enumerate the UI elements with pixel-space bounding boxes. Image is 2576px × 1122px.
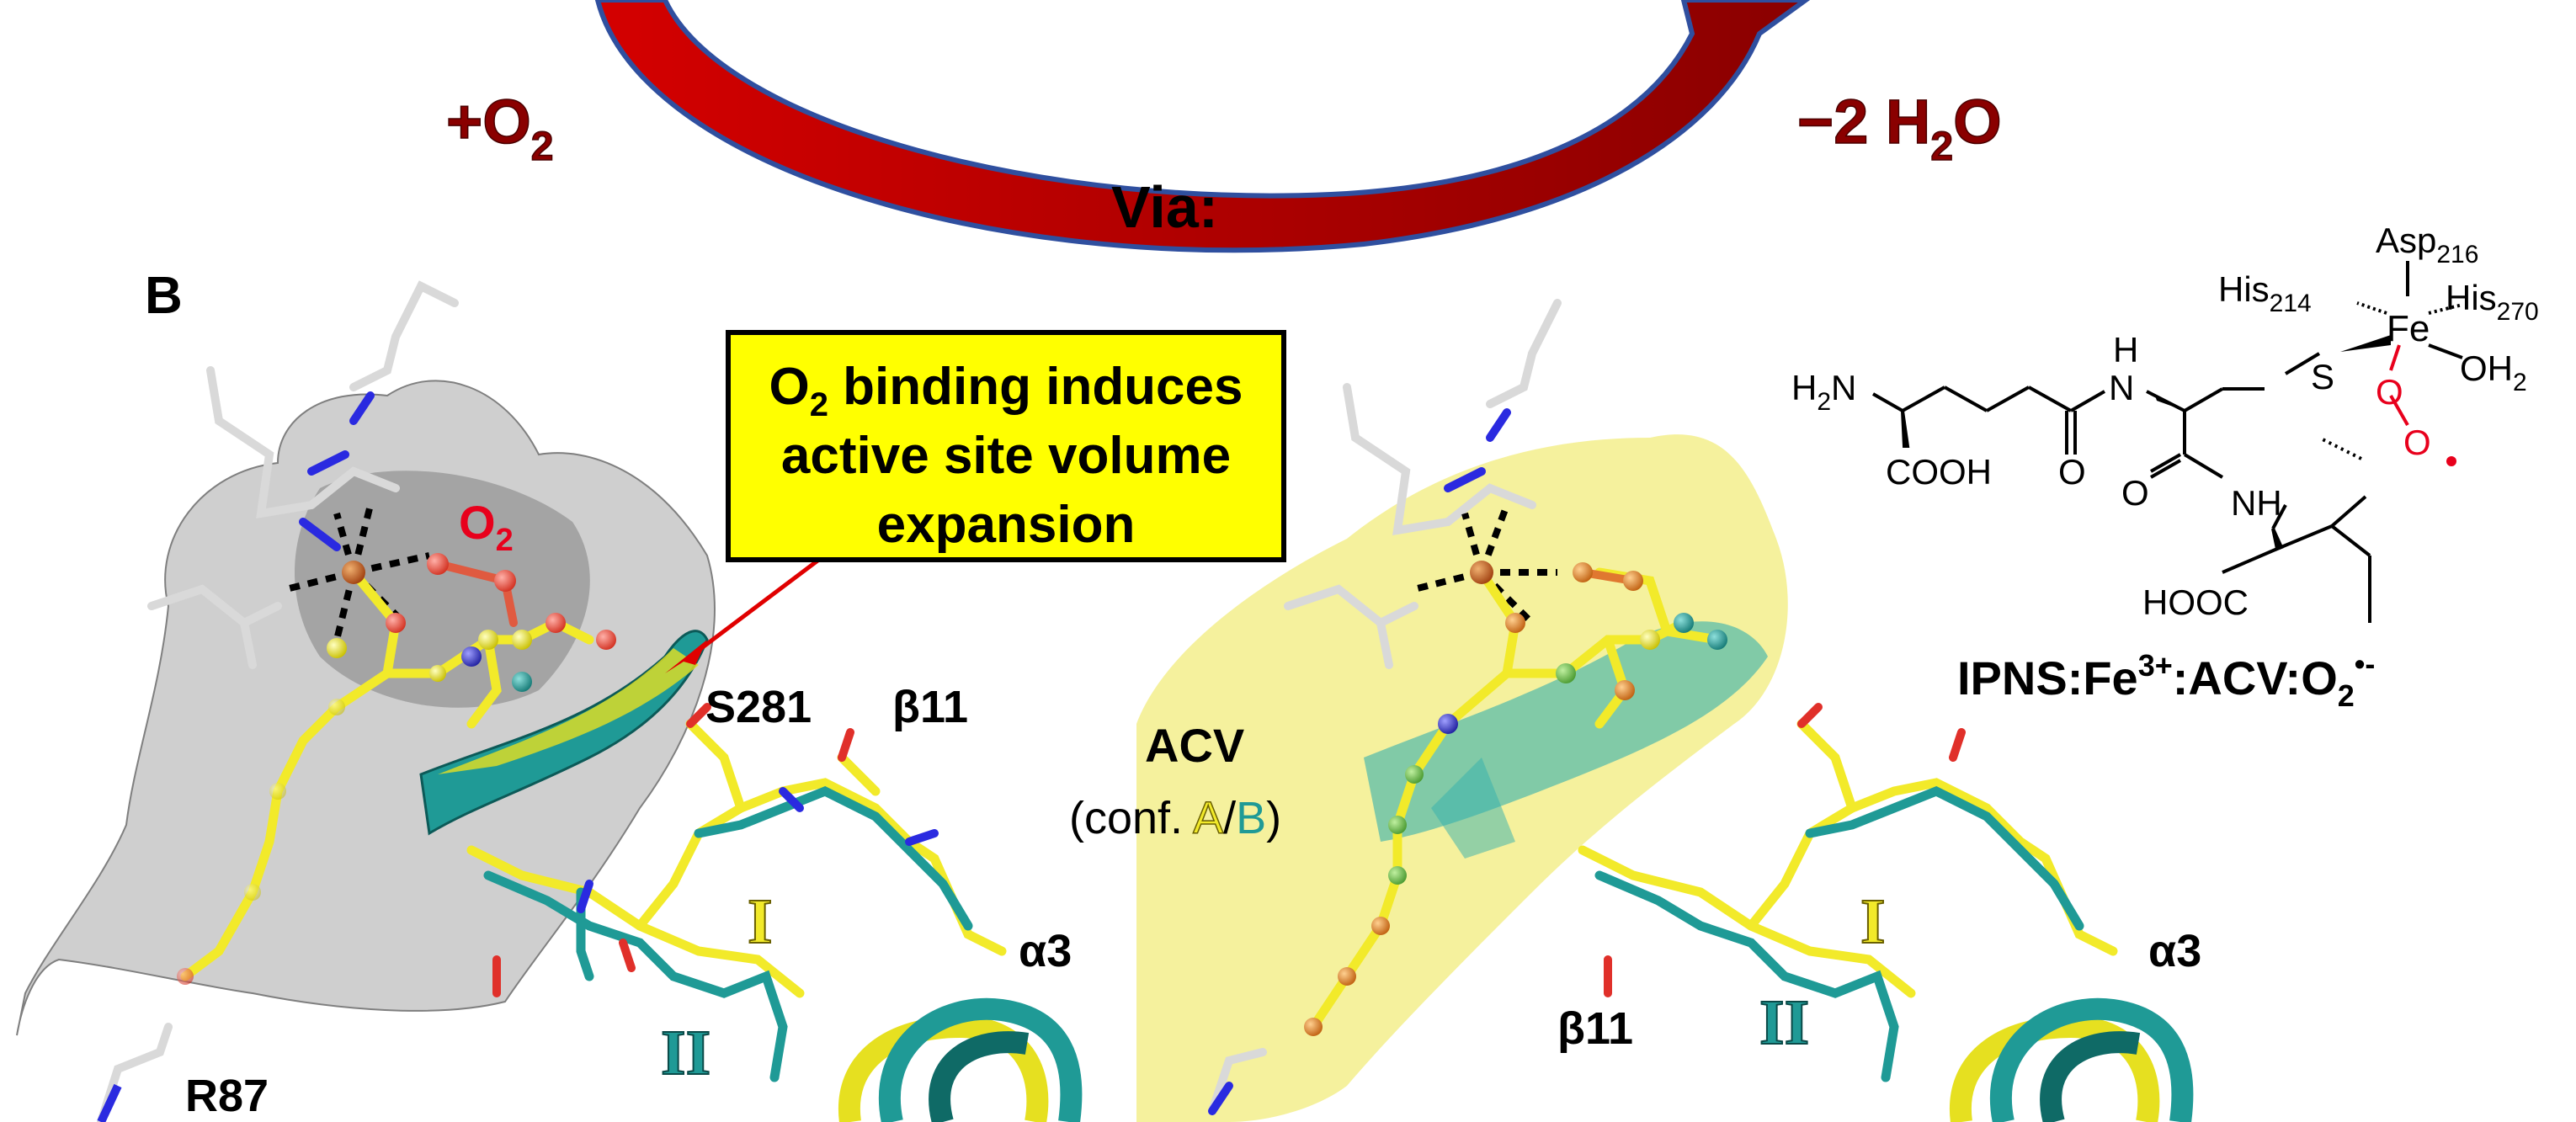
o2-red-label: O2: [459, 496, 514, 558]
acv-label: ACV: [1145, 719, 1244, 772]
s281-label: S281: [705, 682, 812, 732]
roman-one-left: I: [748, 886, 773, 957]
alpha3-left-label: α3: [1019, 926, 1072, 976]
reaction-arrow: [594, 0, 1811, 253]
roman-two-right: II: [1759, 987, 1809, 1058]
his214-label: His214: [2218, 269, 2312, 317]
callout-pointer-arrow: [665, 547, 835, 673]
h2n-label: H2N: [1791, 368, 1856, 416]
panel-right-scene: [1136, 299, 2194, 1122]
callout-line-3: expansion: [877, 496, 1136, 554]
acv-conformation-label: (conf. A/B): [1069, 793, 1281, 843]
sulfur-label: S: [2311, 357, 2334, 396]
hooc-label: HOOC: [2142, 582, 2249, 622]
asp216-label: Asp216: [2376, 221, 2478, 269]
nh-label: NH: [2231, 483, 2282, 523]
minus-h2o-label: −2 H2O: [1797, 87, 2002, 169]
callout-box: O2 binding induces active site volume ex…: [726, 330, 1286, 562]
panel-b-scene: [16, 280, 1083, 1122]
roman-two-left: II: [661, 1018, 711, 1088]
roman-one-right: I: [1860, 886, 1886, 957]
fe-label: Fe: [2387, 308, 2430, 349]
chemical-structure: Asp216 His214 His270 Fe OH2 H2N COOH O H…: [1791, 221, 2539, 713]
alpha3-right-label: α3: [2148, 926, 2201, 976]
panel-label-b: B: [145, 267, 183, 325]
amide-h-label: H: [2113, 330, 2138, 370]
r87-label: R87: [185, 1071, 269, 1121]
amide-n-label: N: [2109, 368, 2134, 407]
cooh-label: COOH: [1886, 452, 1992, 492]
his270-label: His270: [2446, 278, 2539, 326]
complex-caption: IPNS:Fe3+:ACV:O2•-: [1957, 646, 2375, 713]
peroxo-o1-label: O: [2376, 372, 2403, 412]
plus-o2-label: +O2: [446, 87, 553, 169]
beta11-right-label: β11: [1557, 1003, 1633, 1054]
oh2-label: OH2: [2460, 348, 2527, 396]
carbonyl-o1-label: O: [2058, 452, 2086, 492]
callout-line-1: O2 binding induces: [769, 358, 1243, 423]
carbonyl-o2-label: O: [2121, 473, 2149, 513]
peroxo-o2-label: O: [2403, 423, 2431, 462]
beta11-left-label: β11: [892, 682, 968, 732]
via-label: Via:: [1111, 174, 1218, 240]
callout-line-2: active site volume: [781, 427, 1231, 485]
